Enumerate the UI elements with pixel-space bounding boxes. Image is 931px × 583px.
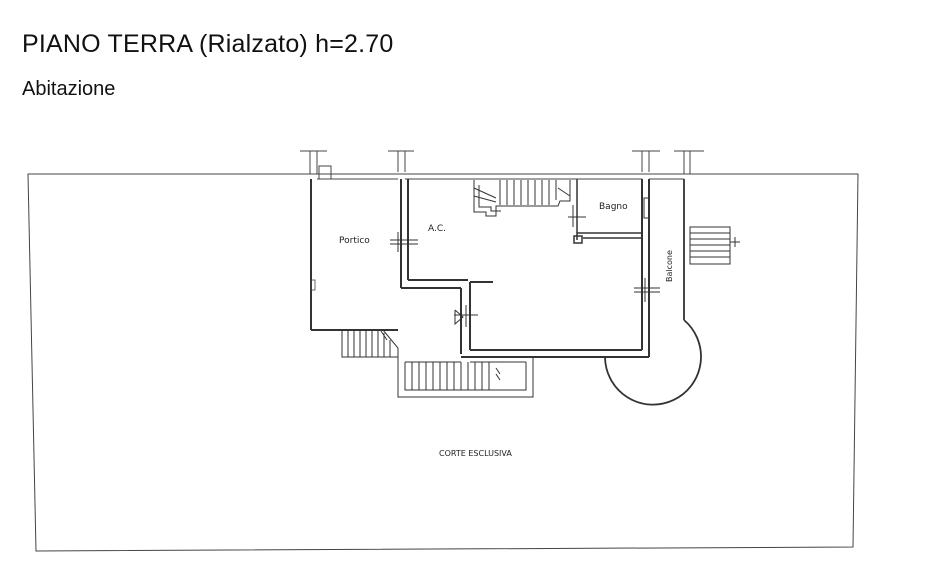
room-label-bagno: Bagno [599, 202, 628, 212]
top-beam [310, 165, 692, 180]
room-label-portico: Portico [339, 236, 370, 246]
courtyard-boundary [27, 173, 859, 552]
portico-steps [341, 329, 399, 358]
bagno-walls [573, 179, 650, 244]
plan-subtitle: Abitazione [22, 78, 116, 100]
room-label-corte: CORTE ESCLUSIVA [439, 449, 512, 458]
balcone-outline [604, 179, 702, 406]
room-label-ac: A.C. [428, 224, 446, 234]
interior-staircase [473, 180, 571, 217]
entrance-steps [397, 357, 534, 398]
door-marks [390, 205, 660, 327]
column-posts [300, 150, 704, 174]
portico-walls [310, 179, 462, 354]
side-steps [689, 226, 740, 265]
room-label-balcone: Balcone [665, 250, 674, 282]
plan-title: PIANO TERRA (Rialzato) h=2.70 [22, 30, 394, 58]
